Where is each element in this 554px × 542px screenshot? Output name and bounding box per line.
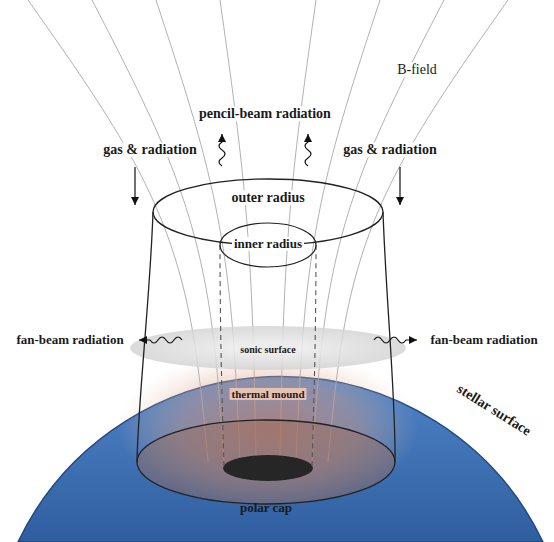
- column-inner-wall: [220, 245, 224, 466]
- label-text: pencil-beam radiation: [197, 106, 333, 121]
- polar-cap: [137, 420, 395, 504]
- fan-beam-arrow: [139, 337, 182, 343]
- label-text: stellar surface: [453, 380, 536, 440]
- gas-inflow-arrow: [134, 167, 135, 205]
- column-outer-wall: [137, 212, 153, 462]
- label-text: B-field: [395, 62, 439, 77]
- inner-radius-rim: [220, 223, 316, 267]
- label-text: inner radius: [232, 237, 304, 251]
- label-text: fan-beam radiation: [428, 333, 539, 347]
- column-inner-wall: [312, 245, 316, 466]
- pencil-beam-arrow: [219, 134, 225, 166]
- sonic-surface: [130, 326, 406, 370]
- label-text: sonic surface: [238, 344, 297, 355]
- label-text: thermal mound: [229, 388, 306, 400]
- outer-radius-rim: [153, 179, 383, 245]
- label-text: fan-beam radiation: [14, 333, 125, 347]
- gas-inflow-arrow: [399, 167, 400, 205]
- inner-hollow: [223, 455, 313, 481]
- label-text: outer radius: [229, 190, 306, 205]
- label-text: gas & radiation: [341, 142, 438, 157]
- pencil-beam-arrow: [305, 134, 311, 166]
- label-text: polar cap: [238, 501, 294, 515]
- magnetic-field-lines: [28, 0, 508, 462]
- fan-beam-arrow: [374, 337, 417, 343]
- thermal-mound: [118, 350, 418, 506]
- label-text: gas & radiation: [101, 142, 198, 157]
